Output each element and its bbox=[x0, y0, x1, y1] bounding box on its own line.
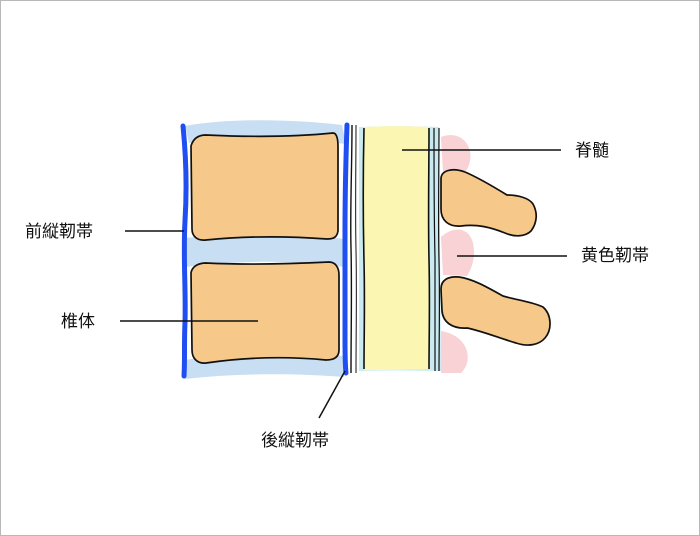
lower-vertebral-body bbox=[190, 261, 340, 364]
spinal-cord-body bbox=[364, 126, 429, 370]
ligamentum-flavum-label: 黄色靭帯 bbox=[581, 246, 649, 266]
canal-inner-line-1 bbox=[350, 124, 353, 374]
canal-inner-line-2 bbox=[354, 124, 358, 374]
middle-intervertebral-disc bbox=[185, 234, 344, 267]
spinal-cord-left-border bbox=[362, 127, 366, 370]
upper-vertebral-body bbox=[190, 132, 339, 241]
upper-spinous-process bbox=[440, 169, 537, 237]
lower-spinous-process bbox=[440, 276, 551, 346]
spinal-cord-right-border bbox=[427, 127, 431, 370]
lower-ligamentum-flavum bbox=[441, 331, 468, 373]
middle-ligamentum-flavum bbox=[441, 229, 475, 276]
posterior-longitudinal-ligament-band bbox=[342, 122, 350, 376]
posterior-canal-line-2 bbox=[437, 127, 441, 372]
vertebral-body-label: 椎体 bbox=[61, 312, 95, 332]
anterior-longitudinal-ligament-band bbox=[180, 123, 189, 379]
upper-ligamentum-flavum bbox=[441, 135, 471, 172]
anterior-longitudinal-ligament-label: 前縦靭帯 bbox=[25, 222, 93, 242]
posterior-longitudinal-ligament-label: 後縦靭帯 bbox=[261, 431, 329, 451]
posterior-ligament-leader bbox=[318, 370, 346, 419]
spinal-cord-label: 脊髄 bbox=[575, 141, 609, 161]
posterior-canal-line-1 bbox=[433, 127, 436, 371]
